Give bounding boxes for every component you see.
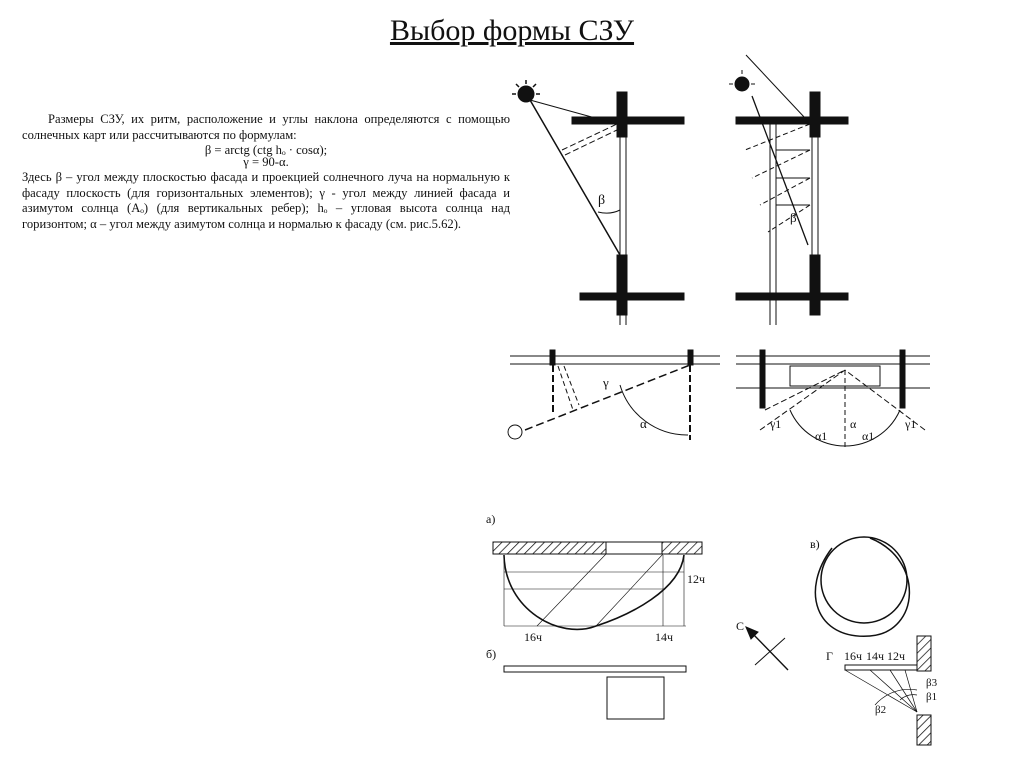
- shade-plan-b: [503, 665, 687, 720]
- sun-icon: [734, 76, 750, 92]
- label-beta3: β3: [926, 677, 938, 689]
- plan-vertical-fins: [507, 349, 720, 440]
- formula-beta: β = arctg (ctg hₒ · cosα);: [204, 143, 328, 157]
- label-beta: β: [598, 193, 605, 208]
- label-alpha-2: α: [850, 417, 857, 431]
- label-gamma1-left: γ1: [769, 417, 781, 431]
- section-multi-shade: [729, 54, 849, 325]
- plan-symmetric-fins: [736, 349, 930, 450]
- label-panel-b: б): [486, 647, 496, 661]
- body-text: Размеры СЗУ, их ритм, расположение и угл…: [22, 112, 510, 232]
- explanation-paragraph: Здесь β – угол между плоскостью фасада и…: [22, 170, 510, 231]
- label-14h-g: 14ч: [866, 649, 884, 663]
- label-panel-a: а): [486, 512, 495, 526]
- label-16h-g: 16ч: [844, 649, 862, 663]
- intro-paragraph: Размеры СЗУ, их ритм, расположение и угл…: [22, 112, 510, 142]
- sun-icon: [507, 424, 523, 440]
- sun-map-v: [814, 536, 911, 637]
- sun-icon: [517, 85, 535, 103]
- label-gamma1-right: γ1: [904, 417, 916, 431]
- sun-map-a: [492, 541, 703, 631]
- label-north: С: [736, 619, 744, 633]
- label-gamma: γ: [602, 375, 609, 390]
- section-g: [844, 635, 932, 746]
- label-14h: 14ч: [655, 630, 673, 644]
- north-compass-icon: [745, 626, 789, 671]
- slide-title: Выбор формы СЗУ: [389, 14, 635, 47]
- label-alpha1-right: α1: [862, 429, 874, 443]
- label-12h: 12ч: [687, 572, 705, 586]
- label-beta-2: β: [790, 210, 797, 225]
- label-panel-g: Г: [826, 649, 833, 663]
- label-beta1: β1: [926, 691, 937, 703]
- label-12h-g: 12ч: [887, 649, 905, 663]
- label-16h: 16ч: [524, 630, 542, 644]
- label-beta2: β2: [875, 704, 886, 716]
- label-alpha: α: [640, 416, 647, 431]
- formula-gamma: γ = 90-α.: [243, 154, 289, 169]
- label-panel-v: в): [810, 537, 820, 551]
- section-horizontal-shade: [512, 80, 685, 325]
- label-alpha1-left: α1: [815, 429, 827, 443]
